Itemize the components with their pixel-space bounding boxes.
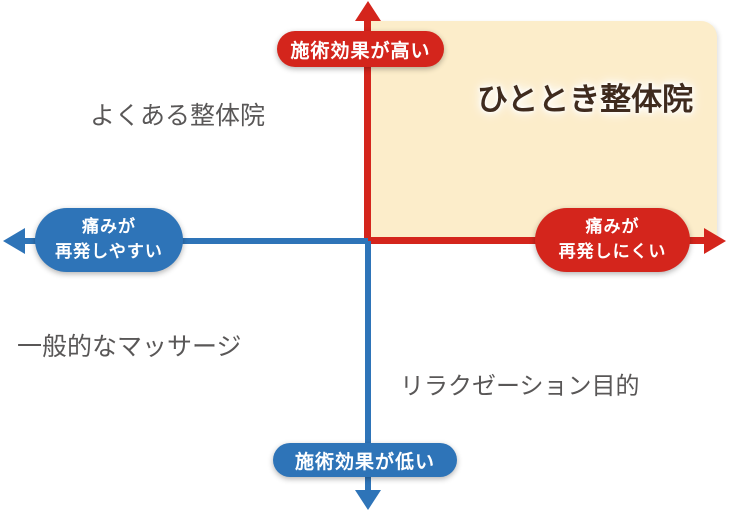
axis-label-pain-recurs-line2: 再発しやすい	[55, 242, 163, 261]
vertical-axis-lower-blue	[365, 241, 371, 493]
axis-label-high-effect: 施術効果が高い	[277, 31, 444, 67]
vertical-axis-upper-red	[364, 14, 371, 244]
left-arrow-icon	[3, 228, 25, 254]
axis-label-pain-recurs: 痛みが 再発しやすい	[35, 208, 183, 272]
horizontal-axis-left-blue	[18, 238, 368, 244]
quadrant-label-common-clinics: よくある整体院	[90, 103, 266, 130]
quadrant-label-relaxation-purpose: リラクゼーション目的	[400, 374, 640, 400]
axis-label-low-effect-text: 施術効果が低い	[294, 451, 435, 473]
axis-label-pain-not-recurs: 痛みが 再発しにくい	[535, 208, 690, 272]
axis-label-high-effect-text: 施術効果が高い	[290, 40, 431, 62]
down-arrow-icon	[355, 490, 381, 510]
up-arrow-icon	[355, 1, 381, 21]
quadrant-label-general-massage: 一般的なマッサージ	[17, 334, 242, 361]
axis-label-pain-not-recurs-line2: 再発しにくい	[558, 242, 667, 261]
brand-label: ひととき整体院	[477, 82, 694, 117]
right-arrow-icon	[704, 228, 726, 254]
axis-label-low-effect: 施術効果が低い	[273, 443, 457, 477]
axis-label-pain-not-recurs-line1: 痛みが	[585, 217, 640, 237]
axis-label-pain-recurs-line1: 痛みが	[82, 217, 136, 237]
